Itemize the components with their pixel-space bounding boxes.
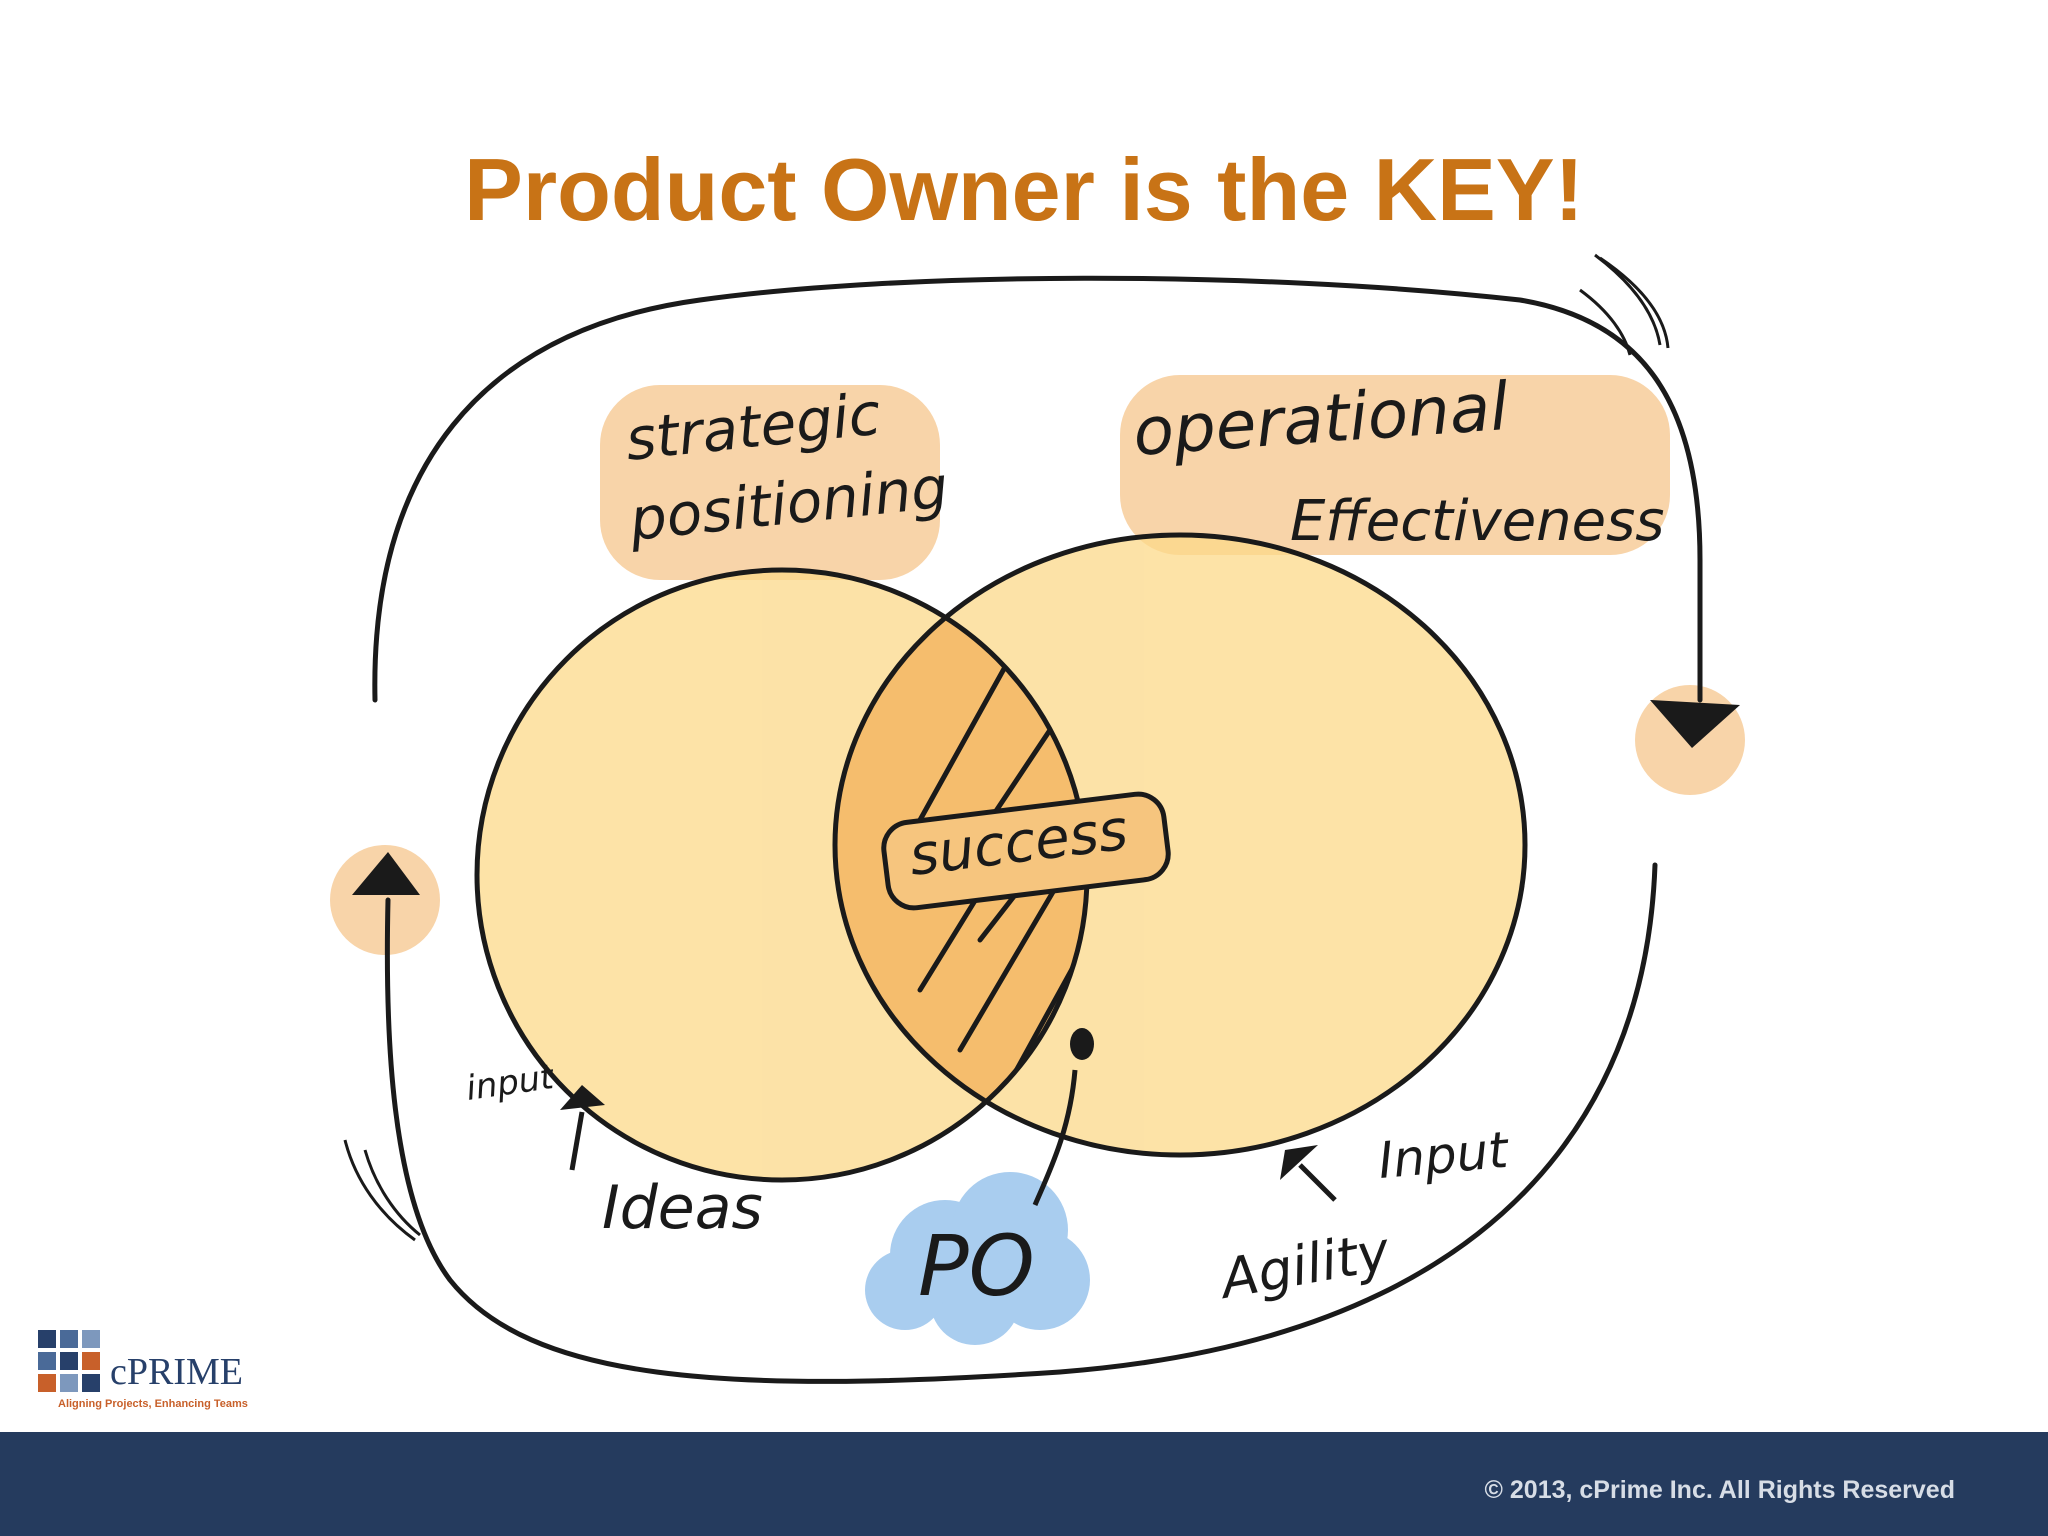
logo-name: cPRIME	[110, 1351, 243, 1393]
logo-grid-icon	[38, 1330, 102, 1394]
success-box	[881, 791, 1171, 911]
copyright-text: © 2013, cPrime Inc. All Rights Reserved	[1484, 1476, 1955, 1504]
logo-tagline: Aligning Projects, Enhancing Teams	[58, 1398, 248, 1410]
label-highlights	[330, 375, 1745, 955]
slide-title: Product Owner is the KEY!	[464, 140, 1584, 239]
operational-circle	[832, 532, 1528, 1158]
label-ideas: Ideas	[602, 1173, 763, 1243]
up-arrowhead	[352, 852, 420, 895]
outer-loop	[372, 275, 1703, 1384]
input-arrows	[560, 1085, 1337, 1202]
down-arrowhead	[1650, 700, 1740, 748]
po-dot	[1070, 1028, 1094, 1060]
motion-marks	[343, 253, 1670, 1242]
label-input-left: input	[464, 1057, 558, 1109]
label-input-right: Input	[1376, 1121, 1512, 1190]
cprime-logo: cPRIME Aligning Projects, Enhancing Team…	[38, 1330, 298, 1420]
label-effectiveness: Effectiveness	[1290, 489, 1664, 554]
footer-bar: © 2013, cPrime Inc. All Rights Reserved	[0, 1432, 2048, 1536]
label-po: PO	[918, 1217, 1035, 1315]
po-connector	[1032, 1069, 1078, 1206]
